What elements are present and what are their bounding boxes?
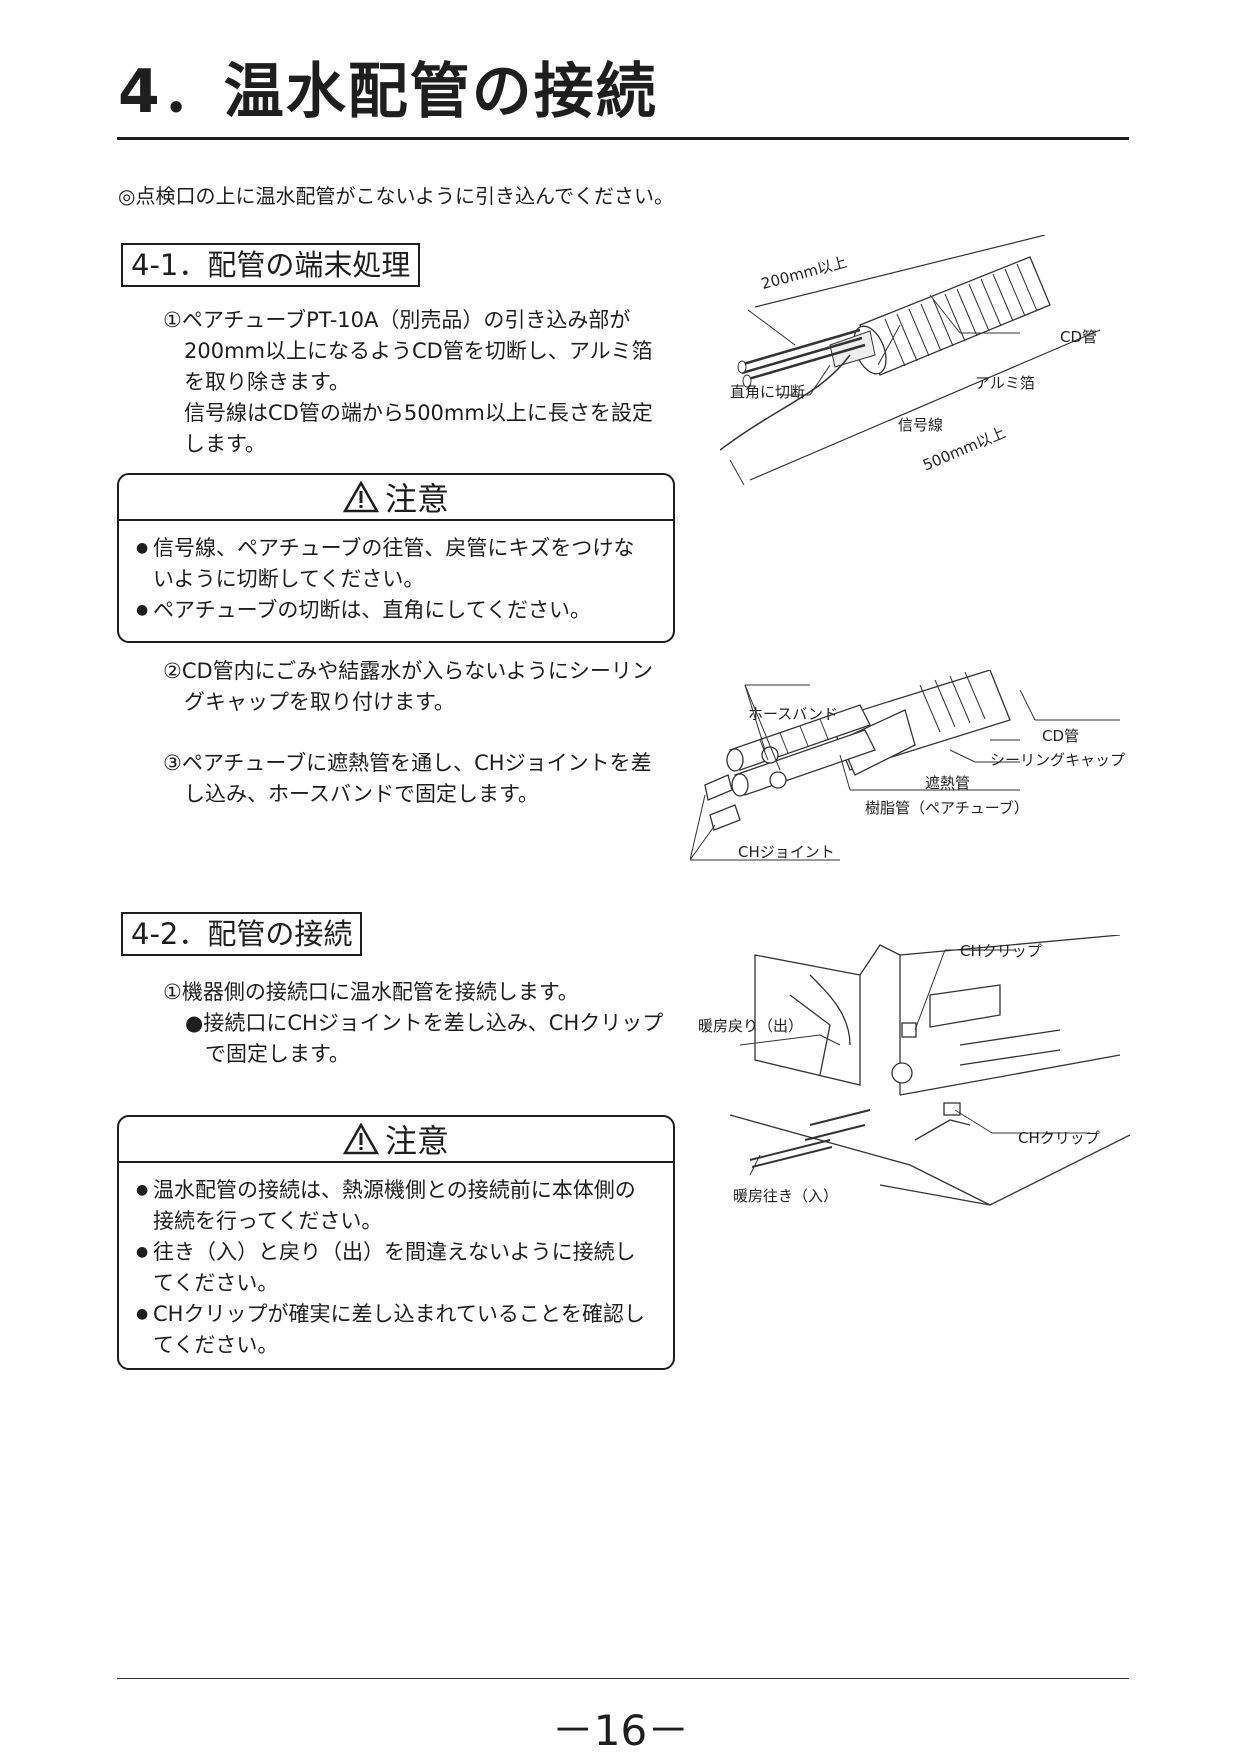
caution-item: ペアチューブの切断は、直角にしてください。	[136, 595, 645, 626]
fig1-label-cut: 直角に切断	[730, 383, 806, 401]
step1-line: ①ペアチューブPT-10A（別売品）の引き込み部が	[163, 308, 631, 332]
step1-sub-line: で固定します。	[205, 1042, 350, 1066]
caution-list: 温水配管の接続は、熱源機側との接続前に本体側の接続を行ってください。 往き（入）…	[119, 1163, 673, 1361]
step1-sub-line: ●接続口にCHジョイントを差し込み、CHクリップ	[185, 1011, 664, 1035]
section1-step2: ②CD管内にごみや結露水が入らないようにシーリン グキャップを取り付けます。	[163, 656, 653, 718]
step1-line: 信号線はCD管の端から500mm以上に長さを設定	[184, 401, 653, 425]
caution-box-2: 注意 温水配管の接続は、熱源機側との接続前に本体側の接続を行ってください。 往き…	[117, 1115, 675, 1370]
unit-connection-diagram	[730, 935, 1130, 1206]
footer-divider	[117, 1678, 1129, 1679]
title-divider	[117, 137, 1129, 140]
fig2-label-shield: 遮熱管	[925, 774, 971, 792]
fig2-label-hoseband: ホースバンド	[748, 705, 839, 723]
intro-note: ◎点検口の上に温水配管がこないように引き込んでください。	[118, 184, 675, 208]
step2-line: グキャップを取り付けます。	[184, 690, 455, 714]
caution-item: 温水配管の接続は、熱源機側との接続前に本体側の接続を行ってください。	[136, 1175, 645, 1237]
fig1-label-signal: 信号線	[898, 416, 944, 434]
fig1-label-foil: アルミ箔	[975, 374, 1035, 392]
step1-line: します。	[184, 432, 266, 456]
fig3-label-return: 暖房戻り（出）	[698, 1017, 804, 1035]
caution-header: 注意	[119, 475, 673, 521]
fig2-label-joint: CHジョイント	[738, 843, 835, 861]
step2-line: ②CD管内にごみや結露水が入らないようにシーリン	[163, 659, 653, 683]
caution-header: 注意	[119, 1117, 673, 1163]
fig3-label-clip-bottom: CHクリップ	[1018, 1129, 1100, 1147]
step3-line: ③ペアチューブに遮熱管を通し、CHジョイントを差	[163, 751, 652, 775]
page-number: －16－	[551, 1706, 690, 1755]
section-heading-4-1: 4-1．配管の端末処理	[121, 243, 421, 287]
section1-step3: ③ペアチューブに遮熱管を通し、CHジョイントを差 し込み、ホースバンドで固定しま…	[163, 748, 652, 810]
fig2-label-cap: シーリングキャップ	[990, 751, 1126, 769]
fig3-label-supply: 暖房往き（入）	[733, 1187, 839, 1205]
pipe-end-diagram	[720, 235, 1101, 486]
step1-line: 200mm以上になるようCD管を切断し、アルミ箔	[184, 339, 653, 363]
section2-step1-sub: ●接続口にCHジョイントを差し込み、CHクリップ で固定します。	[185, 1008, 663, 1070]
caution-title: 注意	[384, 1122, 449, 1160]
caution-item: 信号線、ペアチューブの往管、戻管にキズをつけないように切断してください。	[136, 533, 645, 595]
caution-box-1: 注意 信号線、ペアチューブの往管、戻管にキズをつけないように切断してください。 …	[117, 473, 675, 643]
caution-title: 注意	[384, 480, 449, 518]
caution-list: 信号線、ペアチューブの往管、戻管にキズをつけないように切断してください。 ペアチ…	[119, 521, 673, 626]
ch-joint-diagram	[690, 670, 1120, 861]
fig1-label-cd: CD管	[1060, 328, 1098, 346]
fig2-label-cd: CD管	[1042, 727, 1080, 745]
section2-step1: ①機器側の接続口に温水配管を接続します。	[163, 980, 579, 1004]
fig2-label-resin: 樹脂管（ペアチューブ）	[865, 799, 1029, 817]
caution-item: 往き（入）と戻り（出）を間違えないように接続してください。	[136, 1237, 645, 1299]
warning-triangle-icon	[342, 1123, 379, 1155]
section-heading-4-2: 4-2．配管の接続	[121, 912, 363, 956]
fig3-label-clip-top: CHクリップ	[960, 942, 1042, 960]
step1-line: を取り除きます。	[184, 370, 350, 394]
page-title: 4．温水配管の接続	[118, 57, 658, 127]
caution-item: CHクリップが確実に差し込まれていることを確認してください。	[136, 1299, 645, 1361]
section1-step1: ①ペアチューブPT-10A（別売品）の引き込み部が 200mm以上になるようCD…	[163, 305, 653, 460]
step3-line: し込み、ホースバンドで固定します。	[184, 782, 539, 806]
warning-triangle-icon	[342, 481, 379, 513]
